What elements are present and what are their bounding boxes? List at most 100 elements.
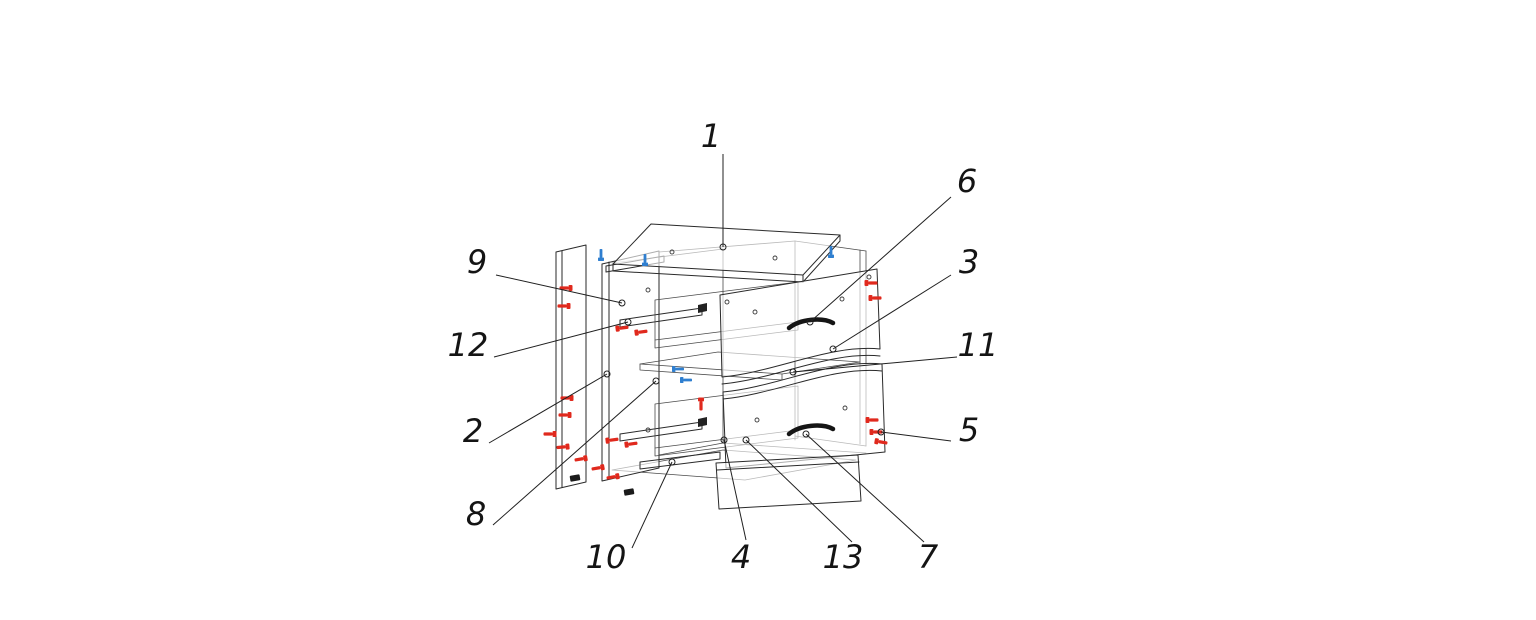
leader-endpoint-5 xyxy=(877,428,885,436)
line-art-segment xyxy=(829,246,833,255)
screw-red xyxy=(698,397,704,411)
line-art-segment xyxy=(569,474,581,482)
line-art-segment xyxy=(574,457,584,462)
line-art-segment xyxy=(559,286,569,290)
line-art-segment xyxy=(828,254,834,258)
leader-line-3 xyxy=(832,274,952,350)
feet xyxy=(569,474,635,496)
line-art-segment xyxy=(569,395,574,401)
leader-line-5 xyxy=(880,431,952,442)
leader-endpoint-13 xyxy=(742,436,750,444)
line-art-segment xyxy=(600,464,605,471)
line-art-segment xyxy=(864,280,869,286)
screw-red xyxy=(606,473,620,480)
screw-red xyxy=(865,417,879,423)
callout-label-3: 3 xyxy=(958,243,980,281)
leader-line-8 xyxy=(492,380,657,526)
callout-label-10: 10 xyxy=(585,538,627,576)
upper-front-groove xyxy=(721,354,881,385)
lower-runner-end-block xyxy=(698,417,707,427)
leader-line-11 xyxy=(792,356,958,373)
screw-red xyxy=(559,285,573,291)
callout-label-7: 7 xyxy=(917,538,939,576)
line-art-segment xyxy=(615,473,620,480)
upper-drawer-handle xyxy=(786,317,836,331)
bottom-rail xyxy=(639,451,721,470)
line-art-segment xyxy=(865,417,870,423)
bolt-blue xyxy=(828,246,834,258)
leader-line-4 xyxy=(723,439,747,541)
top-panel-hole xyxy=(669,249,675,255)
line-art-segment xyxy=(599,249,603,258)
lower-drawer-runner xyxy=(619,421,703,442)
line-art-segment xyxy=(675,367,684,371)
screw-red xyxy=(591,464,605,471)
callout-label-9: 9 xyxy=(466,243,488,281)
line-art-segment xyxy=(872,296,882,300)
upper-front-hole xyxy=(839,296,845,302)
callout-label-11: 11 xyxy=(957,326,999,364)
leader-line-10 xyxy=(631,461,673,549)
line-art-segment xyxy=(566,303,571,309)
line-art-segment xyxy=(567,412,572,418)
upper-front-hole xyxy=(724,299,730,305)
bolt-blue xyxy=(642,254,648,266)
line-art-segment xyxy=(869,429,874,435)
screw-red xyxy=(634,329,648,336)
upper-front-hole xyxy=(752,309,758,315)
leader-line-9 xyxy=(495,274,623,304)
screw-red xyxy=(605,437,619,444)
red-fasteners xyxy=(543,280,888,480)
line-art-segment xyxy=(543,432,553,436)
line-art-segment xyxy=(698,397,704,402)
foot-black xyxy=(623,488,635,496)
leader-endpoint-4 xyxy=(720,436,728,444)
line-art-segment xyxy=(624,441,629,448)
leader-line-7 xyxy=(805,433,925,543)
callout-label-6: 6 xyxy=(956,162,978,200)
callout-label-5: 5 xyxy=(958,411,980,449)
callout-label-4: 4 xyxy=(730,538,752,576)
line-art-segment xyxy=(683,378,692,382)
line-art-segment xyxy=(556,445,566,450)
line-art-segment xyxy=(878,440,888,445)
foot-black xyxy=(569,474,581,482)
screw-red xyxy=(557,303,571,309)
bolt-blue xyxy=(680,377,692,383)
line-art-segment xyxy=(558,413,568,417)
line-art-segment xyxy=(565,443,570,450)
screw-red xyxy=(868,295,882,301)
leader-line-13 xyxy=(745,439,853,543)
leader-endpoint-9 xyxy=(618,299,626,307)
callout-label-8: 8 xyxy=(465,495,487,533)
line-art-segment xyxy=(583,455,588,462)
callout-leader-lines xyxy=(488,154,958,549)
line-art-segment xyxy=(699,401,703,411)
screw-red xyxy=(574,455,588,462)
panel-hole xyxy=(645,287,651,293)
leader-endpoint-8 xyxy=(652,377,660,385)
blue-fasteners xyxy=(598,246,834,383)
callout-label-2: 2 xyxy=(462,412,484,450)
line-art-segment xyxy=(868,295,873,301)
leader-endpoint-3 xyxy=(829,345,837,353)
line-art-segment xyxy=(598,257,604,261)
line-art-segment xyxy=(619,325,629,330)
line-art-segment xyxy=(874,438,879,445)
leader-endpoint-1 xyxy=(719,243,727,251)
line-art-segment xyxy=(552,431,557,437)
line-art-segment xyxy=(609,437,619,442)
line-art-segment xyxy=(606,475,616,480)
leader-line-12 xyxy=(493,321,629,358)
line-art-segment xyxy=(638,329,648,334)
leader-endpoint-11 xyxy=(789,368,797,376)
top-panel-thickness-front xyxy=(612,263,804,283)
line-art-segment xyxy=(605,437,610,444)
line-art-segment xyxy=(591,466,601,471)
callout-label-12: 12 xyxy=(447,326,489,364)
line-art-segment xyxy=(634,329,639,336)
leader-line-6 xyxy=(809,196,952,323)
bolt-blue xyxy=(672,366,684,372)
lower-front-hole xyxy=(754,417,760,423)
furniture-line-art xyxy=(555,223,886,510)
